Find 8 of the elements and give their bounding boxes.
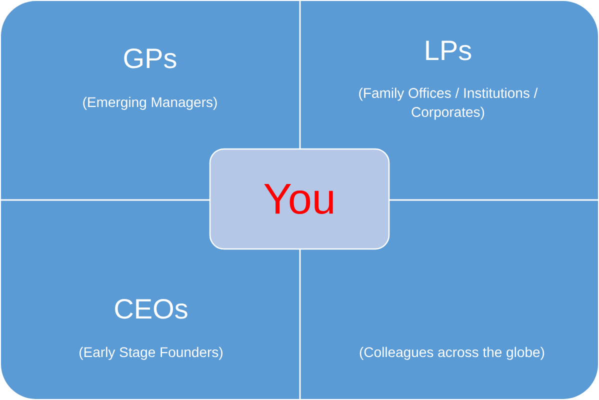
center-box: You	[209, 148, 390, 250]
subtitle: (Family Offices / Institutions / Corporates)	[359, 88, 538, 120]
heading: GPs	[124, 48, 176, 68]
heading: CEOs	[115, 298, 188, 319]
subtitle: (Early Stage Founders)	[80, 346, 222, 360]
heading: LPs	[426, 40, 472, 60]
subtitle: (Emerging Managers)	[83, 96, 217, 110]
subtitle: (Colleagues across the globe)	[360, 346, 544, 360]
